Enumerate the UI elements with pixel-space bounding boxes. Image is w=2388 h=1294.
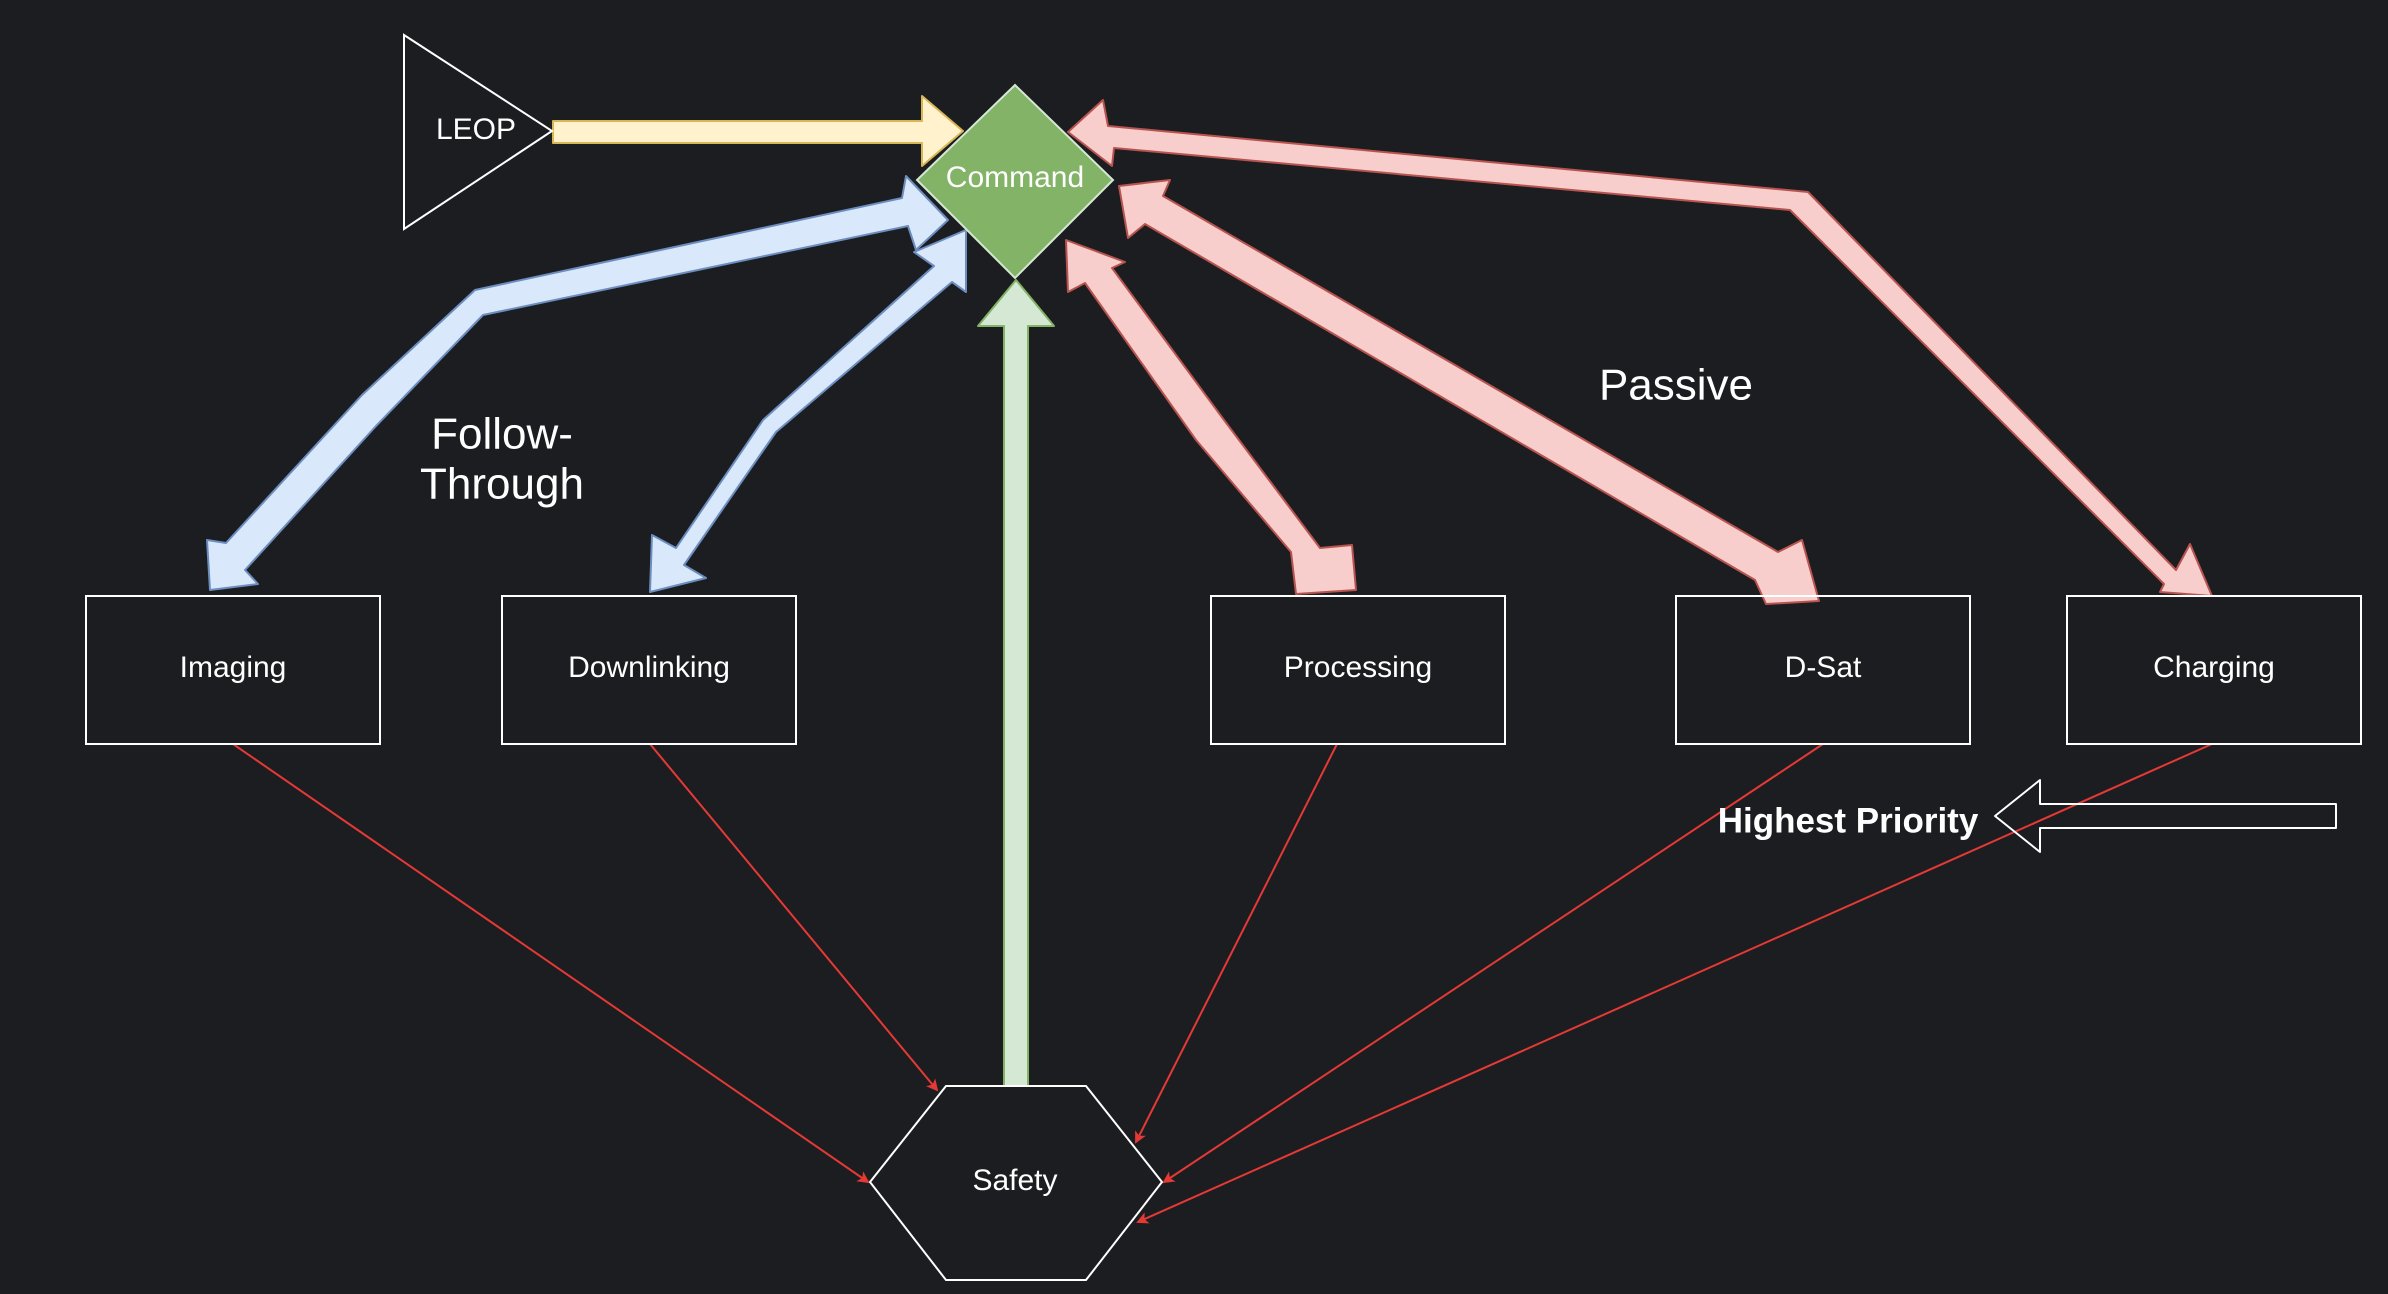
- node-leop[interactable]: LEOP: [403, 33, 554, 231]
- passive-label: Passive: [1599, 361, 1753, 410]
- edge-imaging-to-safety: [232, 743, 870, 1184]
- node-label: Command: [946, 161, 1084, 194]
- follow-through-label-line1: Follow-: [431, 410, 573, 459]
- edge-dsat-to-safety: [1162, 743, 1824, 1184]
- highest-priority-label: Highest Priority: [1718, 801, 1979, 840]
- node-label: Charging: [2153, 651, 2275, 684]
- safety-edges: [232, 743, 2213, 1224]
- edge-processing-to-safety: [1135, 743, 1338, 1144]
- node-label: LEOP: [436, 113, 516, 146]
- safety-hexagon-shape: [868, 1085, 1164, 1281]
- block-arrows: [206, 95, 2337, 1087]
- follow-through-label-line2: Through: [420, 460, 584, 509]
- node-label: Safety: [972, 1164, 1057, 1197]
- charging-box: [2066, 595, 2362, 745]
- node-downlinking[interactable]: Downlinking: [501, 595, 797, 745]
- edge-safety-to-command: [977, 279, 1055, 1087]
- edge-command-downlinking: [649, 229, 967, 593]
- node-label: Imaging: [180, 651, 287, 684]
- group-labels: Follow- Through Passive Highest Priority: [420, 361, 1979, 841]
- edge-leop-to-command: [552, 95, 964, 167]
- node-charging[interactable]: Charging: [2066, 595, 2362, 745]
- downlinking-box: [501, 595, 797, 745]
- node-imaging[interactable]: Imaging: [85, 595, 381, 745]
- node-label: Downlinking: [568, 651, 730, 684]
- leop-triangle-shape: [403, 33, 554, 231]
- edge-command-processing: [1065, 239, 1357, 595]
- edge-command-dsat: [1118, 179, 1820, 605]
- command-diamond-shape: [915, 83, 1115, 280]
- nodes: LEOP Command Imaging Downlinking Process…: [85, 33, 2362, 1281]
- node-command[interactable]: Command: [915, 83, 1115, 280]
- edge-command-charging: [1067, 99, 2213, 597]
- node-processing[interactable]: Processing: [1210, 595, 1506, 745]
- processing-box: [1210, 595, 1506, 745]
- dsat-box: [1675, 595, 1971, 745]
- priority-arrow: [1994, 779, 2337, 853]
- node-dsat[interactable]: D-Sat: [1675, 595, 1971, 745]
- edge-charging-to-safety: [1136, 743, 2213, 1224]
- edge-command-imaging: [206, 175, 949, 591]
- node-label: D-Sat: [1785, 651, 1862, 684]
- edge-downlinking-to-safety: [649, 743, 939, 1092]
- node-label: Processing: [1284, 651, 1432, 684]
- node-safety[interactable]: Safety: [868, 1085, 1164, 1281]
- imaging-box: [85, 595, 381, 745]
